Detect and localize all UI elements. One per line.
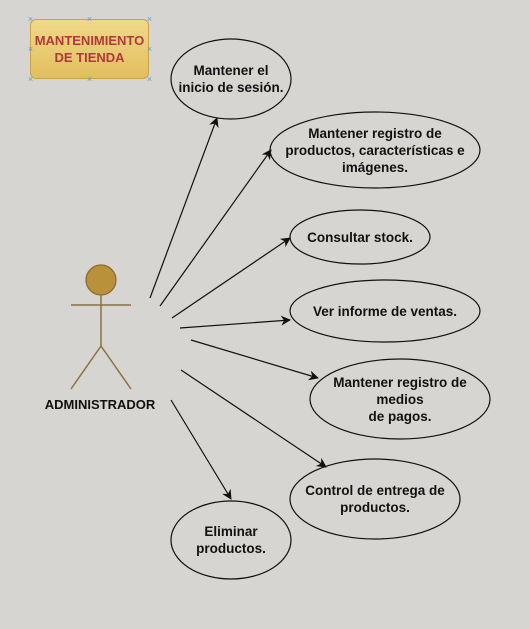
use-case-label-line: de pagos. — [368, 408, 432, 424]
use-case-label-line: inicio de sesión. — [178, 80, 284, 95]
diagram-title-line-2: DE TIENDA — [54, 50, 125, 65]
use-case-label-line: Control de entrega de — [305, 483, 445, 498]
selection-handle-icon[interactable]: × — [27, 44, 34, 54]
selection-handle-icon[interactable]: × — [86, 14, 93, 24]
selection-handle-icon[interactable]: × — [27, 74, 34, 84]
use-case-label-5: Mantener registro de medios de pagos. — [306, 359, 494, 439]
use-case-ellipse-1[interactable] — [170, 38, 292, 120]
use-case-label-line: productos. — [196, 541, 266, 556]
use-case-ellipse-7[interactable] — [170, 500, 292, 580]
use-case-label-2: Mantener registro de productos, caracter… — [270, 112, 480, 188]
association-arrow-4 — [179, 315, 291, 329]
use-case-label-line: Mantener registro de medios — [333, 374, 467, 407]
actor-left-leg — [70, 345, 102, 390]
diagram-title[interactable]: MANTENIMIENTO DE TIENDA — [30, 19, 149, 79]
selection-handle-icon[interactable]: × — [27, 14, 34, 24]
use-case-label-line: productos. — [340, 500, 410, 515]
use-case-label-1: Mantener el inicio de sesión. — [171, 39, 291, 119]
use-case-label-line: Mantener el — [193, 63, 269, 78]
use-case-label-line: Consultar stock. — [307, 229, 413, 245]
use-case-label-7: Eliminar productos. — [171, 501, 291, 579]
actor-right-leg — [100, 345, 132, 390]
use-case-label-6: Control de entrega de productos. — [290, 459, 460, 539]
use-case-label-line: Eliminar — [204, 524, 258, 539]
use-case-label-4: Ver informe de ventas. — [290, 280, 480, 342]
actor-label: ADMINISTRADOR — [44, 397, 156, 412]
association-arrow-1 — [149, 117, 219, 299]
use-case-label-line: Mantener registro de — [308, 125, 442, 141]
use-case-label-line: productos, características e — [285, 142, 465, 158]
association-arrow-7 — [170, 399, 232, 500]
actor-figure — [70, 264, 132, 390]
selection-handle-icon[interactable]: × — [146, 14, 153, 24]
use-case-ellipse-6[interactable] — [289, 458, 461, 540]
actor-head — [85, 264, 117, 296]
use-case-label-line: imágenes. — [341, 159, 409, 175]
use-case-ellipse-2[interactable] — [269, 111, 481, 189]
association-arrow-5 — [190, 339, 319, 381]
use-case-label-3: Consultar stock. — [290, 210, 430, 264]
association-arrow-3 — [171, 237, 291, 319]
diagram-title-line-1: MANTENIMIENTO — [34, 33, 145, 48]
association-arrow-6 — [180, 369, 327, 468]
use-case-ellipse-4[interactable] — [289, 279, 481, 343]
selection-handle-icon[interactable]: × — [146, 44, 153, 54]
use-case-label-line: Ver informe de ventas. — [312, 303, 458, 319]
selection-handle-icon[interactable]: × — [146, 74, 153, 84]
use-case-ellipse-3[interactable] — [289, 209, 431, 265]
use-case-ellipse-5[interactable] — [309, 358, 491, 440]
association-arrow-2 — [159, 149, 272, 307]
selection-handle-icon[interactable]: × — [86, 74, 93, 84]
